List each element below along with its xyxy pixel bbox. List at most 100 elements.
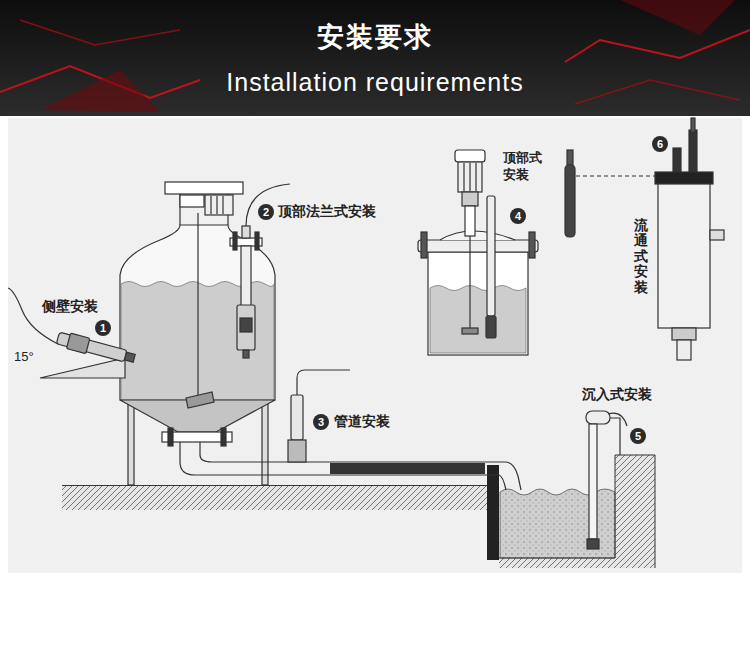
main-tank-part [180, 195, 204, 207]
page-title: 安装要求 [0, 22, 750, 53]
ground [62, 455, 655, 568]
reactor-vessel-part [487, 196, 495, 316]
flow-cell-part [655, 172, 713, 184]
ground-part [615, 455, 655, 456]
reactor-vessel-part [421, 232, 427, 258]
pipe-sensor-part [291, 395, 303, 440]
flow-cell-part [689, 130, 697, 174]
water-pit-part [615, 455, 616, 558]
pipe-part [485, 462, 521, 490]
immersion-sensor-part [608, 413, 627, 426]
pipe-part [330, 463, 485, 474]
pipe-part [485, 475, 506, 490]
top-flange-sensor-part [243, 350, 249, 358]
flow-cell-part [677, 340, 691, 360]
immersion-sensor-part [589, 424, 597, 539]
reactor-vessel-part [462, 328, 478, 334]
top-flange-sensor-part [255, 232, 259, 250]
header-band-part [565, 30, 750, 62]
flow-cell-part [673, 148, 681, 174]
main-tank-part [205, 195, 233, 215]
top-flange-sensor-part [237, 305, 255, 350]
page-subtitle: Installation requirements [0, 68, 750, 97]
header-band-part [0, 0, 750, 116]
header-band-part [40, 70, 160, 112]
top-flange-sensor-part [240, 318, 252, 332]
top-flange-sensor-part [242, 226, 250, 238]
main-tank-part [197, 213, 198, 402]
callout-number: 2 [258, 204, 274, 220]
reactor-vessel-part [440, 231, 515, 240]
angle-label: 15° [14, 350, 34, 365]
main-tank-part [128, 398, 134, 485]
pipe [180, 442, 521, 490]
part-label: 流通式安装 [634, 218, 648, 295]
background-panel [8, 118, 742, 573]
callout-number: 6 [652, 136, 668, 152]
part-label: 顶部式 安装 [503, 150, 547, 184]
part-label: 侧壁安装 [42, 298, 98, 314]
reactor-vessel-part [529, 232, 535, 258]
water-pit-part [487, 465, 499, 560]
reactor-vessel-part [455, 150, 485, 162]
reactor-vessel-part [428, 252, 528, 355]
side-mount-sensor-part-part [124, 352, 135, 362]
reactor-vessel-part [465, 206, 475, 236]
immersion-sensor-part [586, 411, 610, 424]
immersion-sensor [586, 411, 627, 549]
flow-cell-part [691, 118, 695, 132]
side-mount-sensor-part [8, 288, 58, 344]
reactor-vessel-part [458, 162, 482, 192]
side-mount-sensor [8, 288, 136, 378]
side-mount-sensor-part [56, 330, 136, 366]
main-tank-part [221, 428, 226, 446]
immersion-sensor-part [608, 418, 620, 455]
reactor-vessel-part [475, 163, 476, 191]
side-mount-sensor-part [40, 358, 125, 378]
main-tank [120, 182, 275, 485]
callout-number: 3 [313, 414, 329, 430]
top-flange-sensor-part [233, 232, 237, 250]
header-band-part [620, 0, 735, 35]
ground-part [499, 558, 655, 568]
reactor-vessel-part [486, 316, 496, 338]
main-tank-part [168, 428, 173, 446]
callout-number: 1 [95, 320, 111, 336]
top-flange-sensor-part [241, 246, 251, 306]
main-tank-part [222, 196, 223, 214]
reactor-vessel-part [463, 163, 464, 191]
flow-cell [655, 118, 724, 360]
header-band [0, 0, 750, 116]
side-mount-sensor-part-part [56, 332, 127, 362]
pipe-part [180, 442, 485, 475]
part-label: 沉入式安装 [582, 386, 652, 402]
side-mount-sensor-part-part [66, 333, 89, 354]
probe-part [576, 175, 655, 176]
main-tank-part [262, 398, 268, 485]
ground-part [62, 485, 487, 486]
pipe-part [200, 442, 485, 462]
reactor-vessel-part [469, 163, 470, 191]
header-band-part [575, 80, 740, 104]
part-label: 顶部法兰式安装 [278, 203, 376, 219]
probe-part [565, 165, 575, 237]
header-band-part [20, 20, 180, 45]
part-label: 管道安装 [334, 413, 390, 429]
flow-cell-part [672, 328, 696, 340]
immersion-sensor-part [587, 539, 599, 549]
probe-part [567, 150, 573, 165]
main-tank-part [210, 196, 211, 214]
main-tank-part [216, 196, 217, 214]
main-tank-part [165, 182, 243, 194]
callout-number: 4 [510, 208, 526, 224]
flow-cell-part [658, 184, 710, 328]
pipe-sensor-part [297, 370, 350, 395]
ground-part [615, 455, 655, 558]
reactor-vessel-part [430, 286, 526, 354]
ground-part [655, 455, 656, 568]
flow-cell-part [710, 230, 724, 240]
water-pit-part [500, 489, 615, 558]
